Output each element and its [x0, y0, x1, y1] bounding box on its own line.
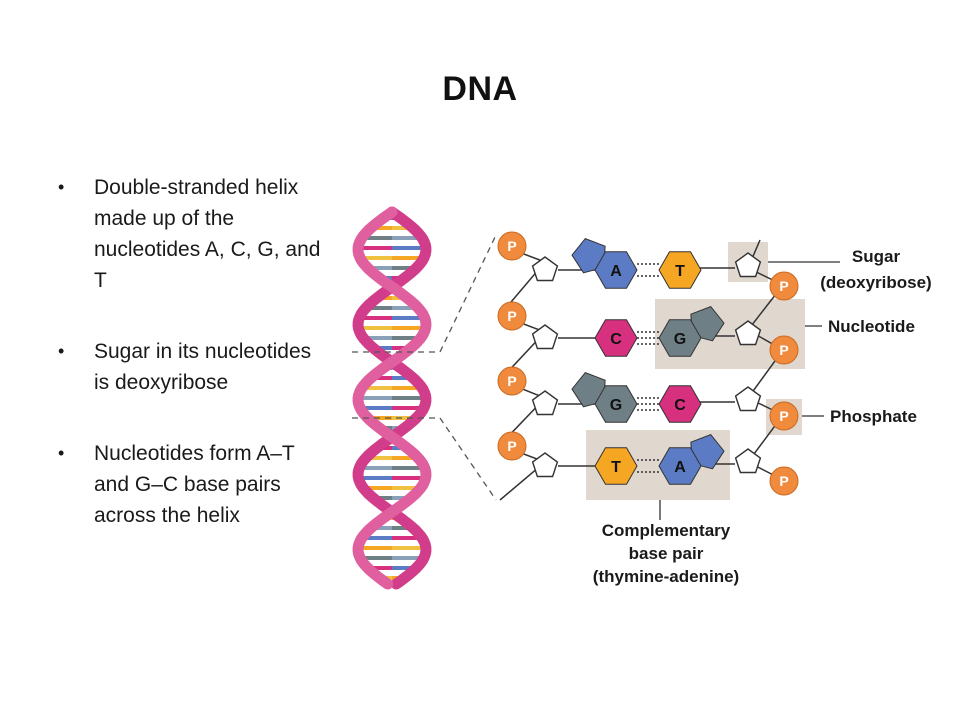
phosphate-letter: P [507, 438, 516, 454]
helix-strand-2 [352, 206, 432, 590]
bullet-text: Sugar in its nucleotides is deoxyribose [94, 340, 312, 394]
phosphate-letter: P [779, 342, 788, 358]
base-letter: C [610, 331, 622, 348]
nucleotide-label: Nucleotide [828, 317, 915, 336]
phosphate-letter: P [779, 278, 788, 294]
bullet-item: • Sugar in its nucleotides is deoxyribose [58, 336, 328, 398]
bullet-dot: • [58, 443, 65, 463]
purine-ring [571, 238, 606, 274]
base-letter: G [674, 331, 686, 348]
phosphate-letter: P [779, 473, 788, 489]
base-c: C [594, 319, 638, 357]
base-t: T [658, 251, 702, 289]
base-a: A [571, 238, 638, 289]
zoom-guide-lines [352, 234, 497, 501]
sugar-pentagon [531, 452, 559, 478]
base-ring [594, 319, 638, 357]
bullet-item: • Nucleotides form A–T and G–C base pairs… [58, 438, 328, 531]
sugar-pentagon [531, 390, 559, 416]
sugar-label-line1: Sugar [852, 247, 901, 266]
phosphate-circle [769, 271, 799, 301]
bullet-list: • Double-stranded helix made up of the nu… [58, 172, 328, 571]
base-letter: T [611, 459, 621, 476]
sugar-pentagon [734, 320, 762, 346]
base-ring [658, 251, 702, 289]
complementary-label-line2: base pair [629, 544, 704, 563]
base-g: G [571, 372, 638, 423]
purine-ring [690, 434, 725, 470]
phosphate-group: P [497, 231, 527, 261]
complementary-label-line3: (thymine-adenine) [593, 567, 739, 586]
double-helix-illustration [352, 206, 432, 590]
phosphate-label: Phosphate [830, 407, 917, 426]
bullet-text: Nucleotides form A–T and G–C base pairs … [94, 442, 295, 527]
base-ring [594, 251, 638, 289]
base-letter: G [610, 397, 622, 414]
phosphate-group: P [769, 401, 799, 431]
bullet-text: Double-stranded helix made up of the nuc… [94, 176, 321, 292]
phosphate-circle [769, 401, 799, 431]
base-letter: A [610, 263, 622, 280]
base-letter: T [675, 263, 685, 280]
sugar-pentagon [734, 386, 762, 412]
sugar-pentagon [531, 256, 559, 282]
base-ring [594, 385, 638, 423]
sugar-pentagon [734, 252, 762, 278]
base-letter: A [674, 459, 686, 476]
phosphate-letter: P [507, 373, 516, 389]
base-ring [594, 447, 638, 485]
label-pointers [659, 261, 840, 520]
purine-ring [690, 306, 725, 342]
zoom-guide-line-upper [439, 234, 497, 353]
phosphate-group: P [497, 431, 527, 461]
phosphate-circle [769, 466, 799, 496]
base-ring [658, 447, 702, 485]
phosphate-letter: P [507, 238, 516, 254]
dna-ladder: A T C G G C T A P P P P P P P P [497, 231, 799, 501]
helix-strand-1 [352, 206, 432, 590]
base-t: T [594, 447, 638, 485]
phosphate-group: P [769, 335, 799, 365]
purine-ring [571, 372, 606, 408]
slide-title: DNA [442, 70, 518, 108]
base-c: C [658, 385, 702, 423]
bullet-dot: • [58, 341, 65, 361]
phosphate-group: P [769, 466, 799, 496]
sugar-pentagon [531, 324, 559, 350]
phosphate-circle [769, 335, 799, 365]
base-letter: C [674, 397, 686, 414]
sugar-pentagon [734, 448, 762, 474]
phosphate-circle [497, 231, 527, 261]
complementary-label-line1: Complementary [602, 521, 731, 540]
phosphate-letter: P [507, 308, 516, 324]
phosphate-group: P [497, 301, 527, 331]
sugar-label-line2: (deoxyribose) [820, 273, 931, 292]
bullet-item: • Double-stranded helix made up of the nu… [58, 172, 328, 296]
bullet-dot: • [58, 177, 65, 197]
phosphate-circle [497, 366, 527, 396]
zoom-guide-line-lower [439, 417, 497, 501]
phosphate-group: P [497, 366, 527, 396]
phosphate-letter: P [779, 408, 788, 424]
phosphate-group: P [769, 271, 799, 301]
phosphate-circle [497, 301, 527, 331]
phosphate-circle [497, 431, 527, 461]
base-a: A [658, 434, 725, 485]
